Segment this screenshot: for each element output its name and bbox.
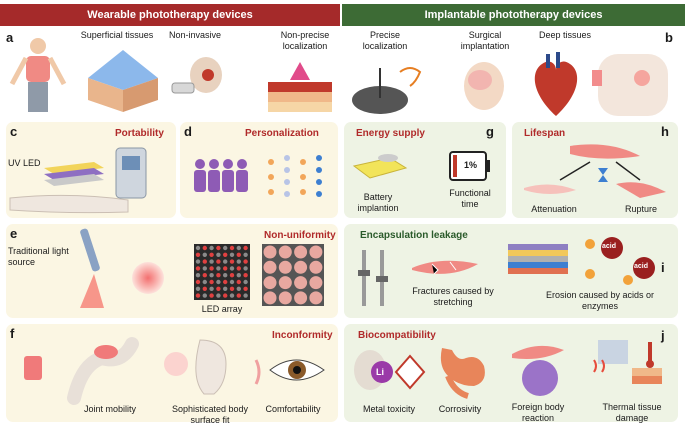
panel-label-j: j — [661, 328, 665, 343]
panel-label-g: g — [486, 124, 494, 139]
nonprecise-caption: Non-precise localization — [280, 30, 330, 51]
corrosivity-caption: Corrosivity — [438, 404, 482, 414]
foreign-body-caption: Foreign body reaction — [511, 402, 565, 423]
stretch-device-illustration — [358, 250, 388, 306]
battery-implant-illustration — [352, 154, 408, 179]
heart-illustration — [534, 52, 578, 116]
battery-icon — [449, 151, 490, 181]
surgical-caption: Surgical implantation — [460, 30, 510, 51]
precise-implant-illustration — [352, 67, 422, 114]
wearable-title: Wearable phototherapy devices — [87, 9, 253, 21]
personalization-title: Personalization — [245, 128, 319, 139]
lifespan-diagram — [524, 144, 666, 198]
stomach-illustration — [440, 348, 485, 399]
joint-mobility-caption: Joint mobility — [83, 404, 137, 414]
people-group-icon — [194, 159, 248, 192]
layered-film-illustration — [508, 244, 568, 274]
non-uniformity-title: Non-uniformity — [264, 230, 336, 241]
fractured-implant-illustration — [412, 260, 478, 275]
uv-led-layers-illustration — [44, 162, 104, 186]
foreign-body-illustration — [512, 345, 564, 396]
head-profile-illustration — [164, 339, 227, 395]
head-implant-illustration — [464, 62, 504, 110]
attenuation-caption: Attenuation — [531, 204, 577, 214]
lifespan-title: Lifespan — [524, 128, 566, 139]
superficial-caption: Superficial tissues — [80, 30, 154, 40]
encapsulation-leakage-title: Encapsulation leakage — [360, 230, 468, 241]
precise-caption: Precise localization — [362, 30, 408, 51]
arm-joint-illustration — [67, 337, 139, 405]
panel-label-i: i — [661, 260, 665, 275]
chest-illustration — [592, 54, 668, 116]
implantable-header: Implantable phototherapy devices — [342, 4, 685, 26]
tissue-block-illustration — [268, 62, 332, 112]
uv-device-illustration — [115, 147, 147, 199]
light-pen-illustration — [80, 228, 104, 308]
metal-toxicity-caption: Metal toxicity — [362, 404, 415, 414]
inconformity-title: Inconformity — [272, 330, 333, 341]
acid-molecules-illustration — [585, 237, 655, 285]
patch-illustration — [24, 356, 42, 380]
panel-d — [180, 122, 338, 218]
panel-label-b: b — [665, 30, 673, 45]
uv-led-label: UV LED — [8, 158, 41, 168]
rupture-caption: Rupture — [624, 204, 658, 214]
metal-toxicity-illustration — [354, 350, 426, 390]
skin-pyramid-illustration — [88, 50, 158, 112]
panel-label-h: h — [661, 124, 669, 139]
functional-time-caption: Functional time — [449, 188, 491, 209]
biocompatibility-title: Biocompatibility — [358, 330, 436, 341]
acid-label-2: acid — [634, 263, 649, 270]
fractures-caption: Fractures caused by stretching — [412, 286, 494, 307]
li-label: Li — [376, 367, 384, 377]
battery-percent: 1% — [464, 160, 478, 170]
panel-h — [512, 122, 678, 218]
thermal-damage-illustration — [593, 340, 662, 384]
glow-spot-illustration — [132, 262, 164, 294]
thermal-damage-caption: Thermal tissue damage — [602, 402, 662, 423]
neural-network-icon — [268, 155, 322, 197]
arm-illustration — [9, 194, 129, 214]
panel-label-e: e — [10, 226, 18, 241]
battery-caption: Battery implantion — [357, 192, 399, 213]
panel-label-c: c — [10, 124, 18, 139]
led-array-grid — [194, 244, 250, 300]
panel-label-a: a — [6, 30, 14, 45]
erosion-caption: Erosion caused by acids or enzymes — [545, 290, 655, 311]
wearable-header: Wearable phototherapy devices — [0, 4, 340, 26]
hand-device-illustration — [171, 57, 222, 94]
noninvasive-caption: Non-invasive — [168, 30, 222, 40]
eye-illustration — [254, 359, 325, 385]
acid-label-1: acid — [602, 243, 617, 250]
deep-caption: Deep tissues — [538, 30, 592, 40]
panel-label-d: d — [184, 124, 192, 139]
led-glow-grid — [262, 244, 324, 306]
energy-supply-title: Energy supply — [356, 128, 425, 139]
person-figure — [9, 38, 67, 112]
implantable-title: Implantable phototherapy devices — [424, 9, 603, 21]
traditional-light-caption: Traditional light source — [8, 246, 69, 267]
portability-title: Portability — [115, 128, 164, 139]
comfortability-caption: Comfortability — [265, 404, 321, 414]
led-array-caption: LED array — [201, 304, 243, 314]
body-fit-caption: Sophisticated body surface fit — [171, 404, 249, 425]
panel-label-f: f — [10, 326, 15, 341]
